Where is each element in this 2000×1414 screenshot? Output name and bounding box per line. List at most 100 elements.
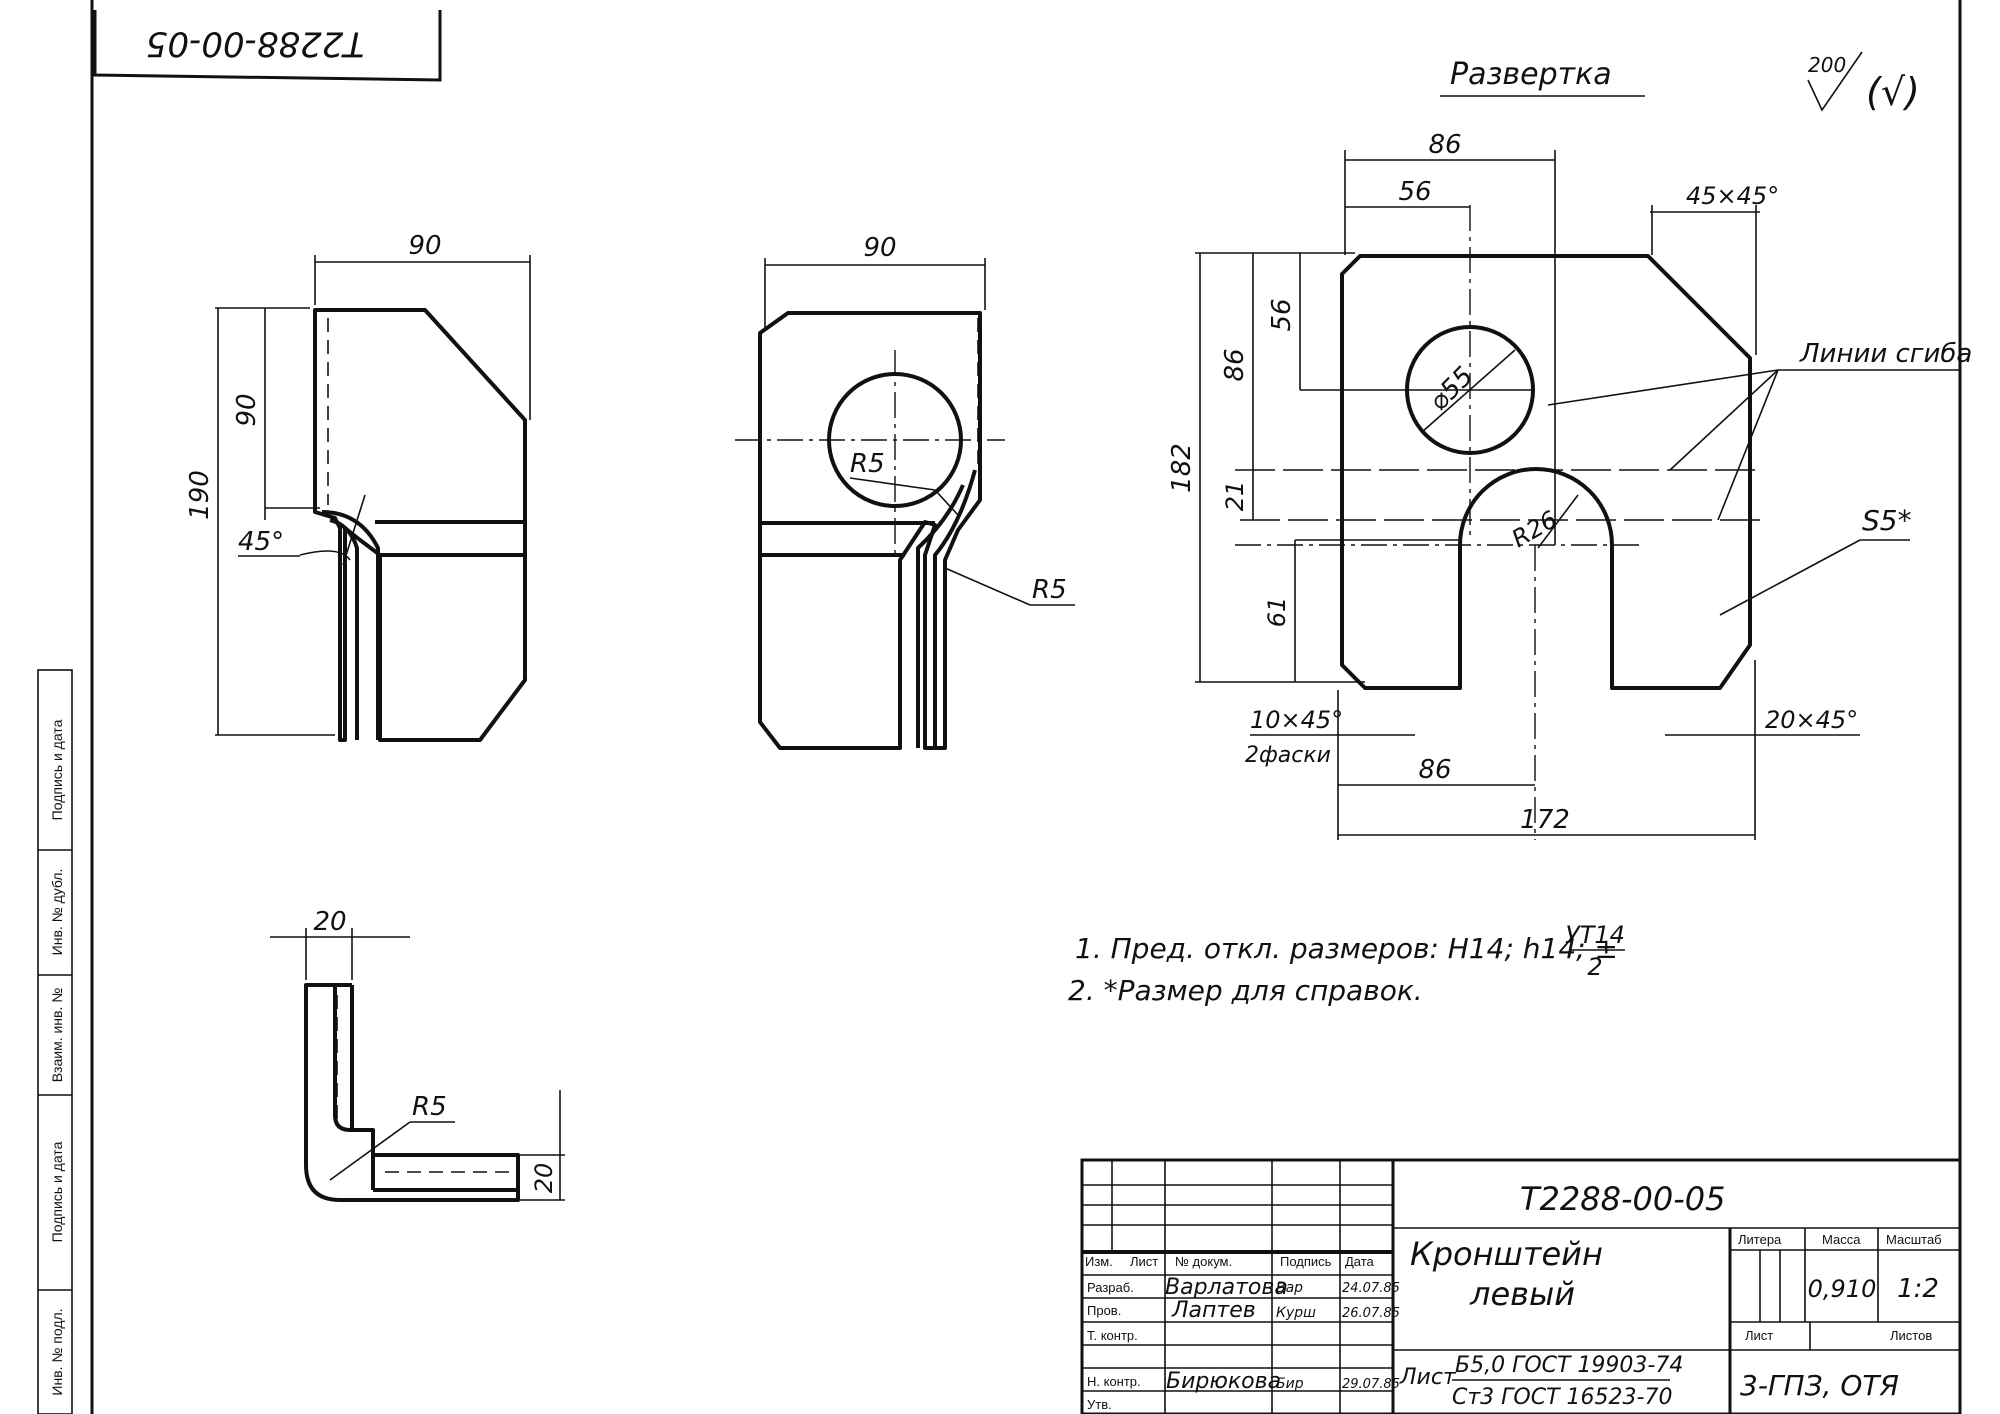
dim-v3-upper-h: 86 <box>1220 348 1250 381</box>
leader-line <box>342 494 366 566</box>
leader-line <box>1669 369 1779 471</box>
roughness-paren-mark: (√) <box>1866 70 1920 114</box>
col-doc: № докум. <box>1175 1254 1232 1269</box>
strip-field-mutual-inv: Взаим. инв. № <box>49 988 65 1083</box>
head-list: Лист <box>1745 1328 1773 1343</box>
row-prov: Пров. <box>1087 1303 1121 1318</box>
dim-v3-hole-x: 56 <box>1398 177 1431 207</box>
row-utv: Утв. <box>1087 1397 1112 1412</box>
head-masshtab: Масштаб <box>1886 1232 1942 1247</box>
leader-line <box>1547 369 1779 406</box>
bend-lines-label: Линии сгиба <box>1799 339 1972 369</box>
tb-title-line1: Кронштейн <box>1410 1235 1603 1273</box>
title-block: Изм. Лист № докум. Подпись Дата Разраб. … <box>1080 1158 1962 1414</box>
dim-v3-hole-diameter: ⌀55 <box>1424 361 1480 417</box>
strip-field-signature-1: Подпись и дата <box>49 719 65 820</box>
drawing-number-inverted: T2288-00-05 <box>146 24 364 64</box>
angle-arc <box>299 550 351 561</box>
head-litera: Литера <box>1738 1232 1782 1247</box>
dim-v3-hole-y: 56 <box>1267 298 1297 331</box>
leader-line <box>1421 349 1516 433</box>
tb-material-bottom: Ст3 ГОСТ 16523-70 <box>1452 1385 1672 1410</box>
unfold-title: Развертка <box>1450 57 1612 92</box>
dim-v1-width: 90 <box>408 231 441 261</box>
dim-v3-chamfer-note: 2фаски <box>1245 743 1331 768</box>
dim-v1-upper: 90 <box>232 393 262 426</box>
col-list: Лист <box>1130 1254 1158 1269</box>
tb-mass: 0,910 <box>1808 1275 1877 1303</box>
leader-line <box>934 489 959 516</box>
name-prov: Лаптев <box>1171 1298 1256 1323</box>
tb-organization: 3-ГПЗ, ОТЯ <box>1740 1369 1899 1402</box>
tb-title-line2: левый <box>1469 1275 1575 1313</box>
title-block-frame <box>1080 1158 1962 1414</box>
surface-roughness-mark: 200 (√) <box>1807 51 1920 114</box>
row-tkontr: Т. контр. <box>1087 1328 1138 1343</box>
flat-outline <box>1340 254 1752 690</box>
dim-v1-angle: 45° <box>238 527 284 557</box>
front-outline <box>313 308 527 742</box>
dim-v2-bend-radius: R5 <box>1032 575 1067 605</box>
leader-line <box>1717 369 1779 521</box>
dim-v3-slot-h: 61 <box>1263 597 1291 628</box>
tb-scale: 1:2 <box>1897 1274 1939 1304</box>
head-listov: Листов <box>1890 1328 1932 1343</box>
dim-v4-top: 20 <box>313 907 346 937</box>
name-nkontr: Бирюкова <box>1166 1369 1281 1394</box>
leader-line <box>329 1121 411 1181</box>
note-1: 1. Пред. откл. размеров: H14; h14; ± <box>1075 932 1618 965</box>
sign-nkontr: Бир <box>1276 1376 1304 1392</box>
dim-v3-thickness: S5* <box>1862 504 1912 537</box>
name-razrab: Варлатова <box>1165 1275 1288 1300</box>
dim-v3-total-w: 86 <box>1428 130 1461 160</box>
dim-v1-height: 190 <box>185 470 215 520</box>
row-razrab: Разраб. <box>1087 1280 1134 1295</box>
tb-material-top: Б5,0 ГОСТ 19903-74 <box>1455 1353 1683 1378</box>
note-2: 2. *Размер для справок. <box>1068 974 1423 1007</box>
dim-v3-bottom-86: 86 <box>1418 755 1451 785</box>
col-date: Дата <box>1345 1254 1375 1269</box>
view-flat-pattern: Развертка 86 56 45×45° 182 56 86 21 <box>1167 57 1972 840</box>
front-bend-curve <box>329 518 359 740</box>
sign-razrab: Вар <box>1276 1280 1303 1296</box>
date-nkontr: 29.07.85 <box>1342 1377 1400 1392</box>
dim-v4-side: 20 <box>530 1163 558 1194</box>
dim-v3-mid: 21 <box>1221 481 1249 512</box>
strip-field-orig-inv: Инв. № подл. <box>49 1308 65 1395</box>
roughness-check-icon <box>1807 51 1863 112</box>
dim-v3-chamfer-right: 20×45° <box>1765 706 1858 734</box>
col-sign: Подпись <box>1280 1254 1332 1269</box>
dim-v3-chamfer-top: 45×45° <box>1686 182 1779 210</box>
leader-line <box>849 477 936 491</box>
sign-prov: Курш <box>1276 1305 1316 1321</box>
strip-field-signature-2: Подпись и дата <box>49 1141 65 1242</box>
tb-drawing-number: T2288-00-05 <box>1520 1180 1726 1218</box>
note-1-frac-num: УТ14 <box>1565 921 1625 949</box>
dim-v2-hole-radius: R5 <box>850 449 885 479</box>
leader-line <box>1537 494 1579 549</box>
left-strip: Подпись и дата Инв. № дубл. Взаим. инв. … <box>37 669 73 1414</box>
head-massa: Масса <box>1822 1232 1861 1247</box>
date-prov: 26.07.85 <box>1342 1306 1400 1321</box>
strip-frame <box>37 669 73 1414</box>
front-bend-curve <box>321 510 380 740</box>
side-bend-curve <box>916 484 965 748</box>
leader-line <box>1719 539 1861 616</box>
tb-material-label: Лист <box>1399 1365 1457 1390</box>
view-top: 20 R5 20 <box>270 907 565 1202</box>
side-bend-curve <box>933 469 977 748</box>
col-izm: Изм. <box>1085 1254 1113 1269</box>
inverted-number-box <box>93 10 442 82</box>
dim-v3-chamfer-left: 10×45° <box>1250 706 1343 734</box>
strip-field-dup-inv: Инв. № дубл. <box>49 869 65 956</box>
side-outline <box>758 311 982 750</box>
date-razrab: 24.07.85 <box>1342 1281 1400 1296</box>
view-side: 90 R5 R5 <box>735 233 1075 750</box>
technical-notes: 1. Пред. откл. размеров: H14; h14; ± УТ1… <box>1068 921 1625 1007</box>
dim-v2-width: 90 <box>863 233 896 263</box>
dim-v3-total-h: 182 <box>1167 443 1197 493</box>
row-nkontr: Н. контр. <box>1087 1374 1141 1389</box>
dim-v4-radius: R5 <box>412 1092 447 1122</box>
note-1-frac-den: 2 <box>1587 953 1602 981</box>
